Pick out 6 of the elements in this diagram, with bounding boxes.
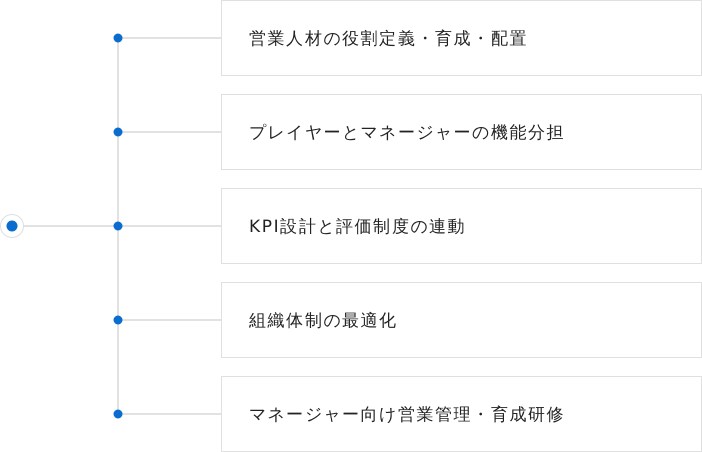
item-box: KPI設計と評価制度の連動 [221, 188, 702, 264]
item-box: 組織体制の最適化 [221, 282, 702, 358]
item-box: プレイヤーとマネージャーの機能分担 [221, 94, 702, 170]
item-box: 営業人材の役割定義・育成・配置 [221, 0, 702, 76]
root-dot [0, 214, 24, 238]
item-box: マネージャー向け営業管理・育成研修 [221, 376, 702, 452]
